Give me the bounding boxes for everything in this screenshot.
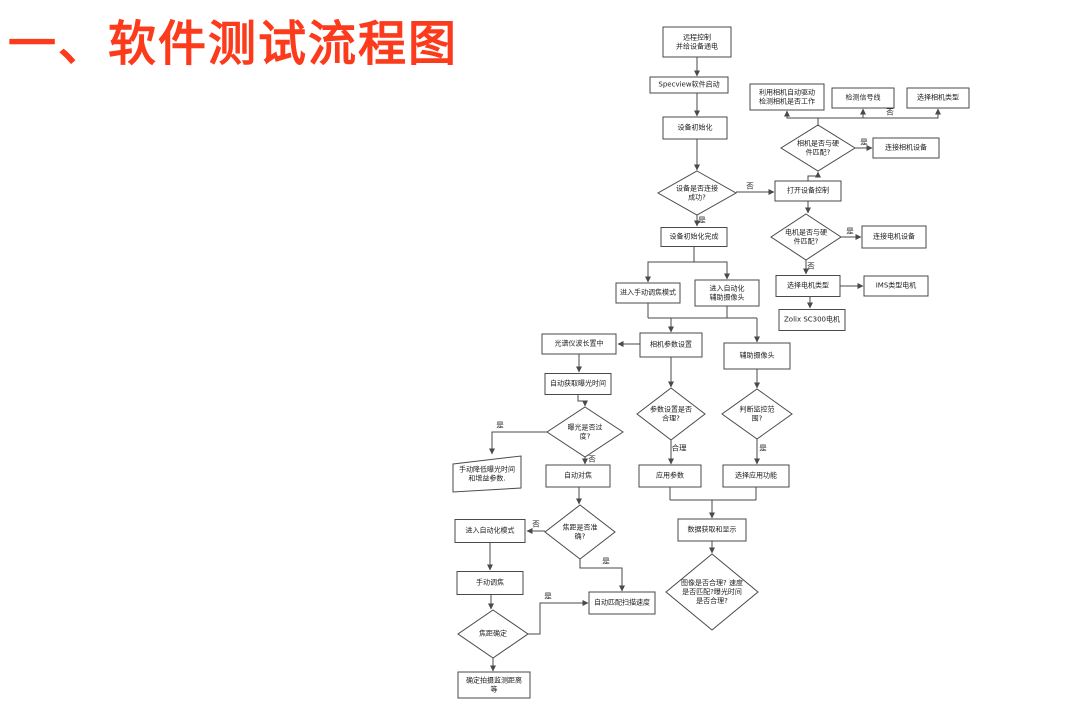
flow-shape-image-reasonable [665,553,759,631]
flow-shape-focus-confirmed [457,609,529,659]
flow-edge-34 [528,600,589,635]
flow-shape-judge-range [721,388,793,440]
flow-shape-params-reasonable [636,387,706,441]
flow-shape-confirm-distance [457,671,531,699]
flow-shape-manual-focus [456,571,524,595]
flow-shape-manual-focus-mode [615,282,681,304]
flow-edge-9 [818,108,866,119]
flow-edge-26 [577,395,588,407]
flow-shape-init-complete [660,227,728,247]
flow-shape-zolix-motor [778,309,846,331]
flow-shape-select-camera-type [906,87,970,109]
flow-shape-enter-auto-mode [454,519,526,543]
flow-shape-focus-accurate [544,504,616,560]
flow-shape-connect-motor [861,225,927,249]
flow-shape-reduce-exposure [452,455,522,493]
flow-shape-auto-aux-camera [694,279,760,307]
flow-shape-apply-params [638,464,702,488]
flow-shape-auto-exposure [544,373,612,395]
flow-edge-8 [784,110,818,119]
flow-edge-35 [579,559,625,592]
flow-shape-motor-match [770,213,842,261]
flow-shape-device-init [662,116,728,140]
flow-shape-connect-success [656,170,738,216]
flow-edge-17 [645,261,694,283]
flow-shape-camera-match [780,124,856,172]
flow-shape-check-signal-line [831,87,895,109]
flow-edge-18 [694,261,730,280]
flow-shape-match-scan-speed [588,591,656,615]
flow-edge-10 [863,108,941,119]
flow-shape-auto-focus [545,464,611,488]
flow-shape-remote-power [662,26,732,58]
flow-shape-open-device-control [774,180,842,202]
flow-shape-ims-motor [863,275,929,297]
flow-shape-connect-camera [872,137,940,159]
flow-shape-select-function [722,464,790,488]
flow-shape-exposure-over [546,406,624,458]
page-title: 一、软件测试流程图 [8,18,459,71]
flow-shape-spectrometer-center [541,333,617,355]
flow-shape-select-motor-type [775,275,841,297]
flow-shape-data-display [677,518,747,542]
flow-shape-aux-camera [723,342,791,370]
flow-shape-camera-params [639,332,703,358]
flow-edge-5 [807,171,821,181]
flow-edge-27 [489,431,547,455]
flow-shape-specview-start [649,76,729,94]
flow-shape-camera-autodetect [749,83,825,111]
